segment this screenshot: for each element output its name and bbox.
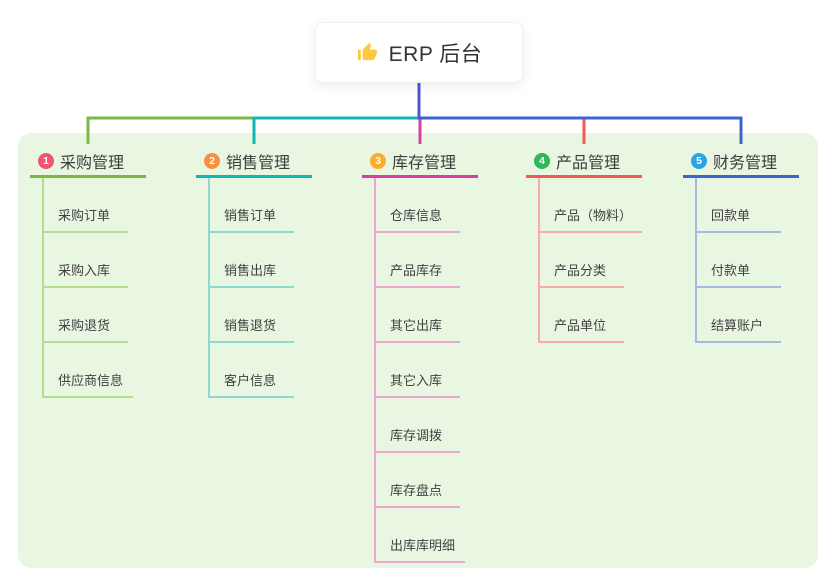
branch-number-badge: 3 (370, 153, 386, 169)
child-node[interactable]: 其它入库 (374, 366, 460, 398)
child-node[interactable]: 结算账户 (695, 311, 781, 343)
root-title: ERP 后台 (388, 42, 483, 66)
branch-header[interactable]: 5 财务管理 (683, 147, 799, 178)
child-node-label: 出库库明细 (390, 538, 456, 554)
child-node-label: 付款单 (711, 263, 751, 279)
branch-header[interactable]: 1 采购管理 (30, 147, 146, 178)
child-node-label: 销售退货 (224, 318, 277, 334)
child-node-label: 仓库信息 (390, 208, 443, 224)
child-node-label: 其它入库 (390, 373, 443, 389)
child-node-label: 产品库存 (390, 263, 443, 279)
child-node[interactable]: 采购入库 (42, 256, 128, 288)
child-node[interactable]: 销售退货 (208, 311, 294, 343)
branch-number-badge: 1 (38, 153, 54, 169)
child-node-label: 销售订单 (224, 208, 277, 224)
child-node-label: 其它出库 (390, 318, 443, 334)
child-node[interactable]: 采购订单 (42, 201, 128, 233)
child-node[interactable]: 产品分类 (538, 256, 624, 288)
child-node[interactable]: 其它出库 (374, 311, 460, 343)
child-node-label: 采购订单 (58, 208, 111, 224)
child-node[interactable]: 销售订单 (208, 201, 294, 233)
child-node[interactable]: 出库库明细 (374, 531, 466, 563)
child-node-label: 供应商信息 (58, 373, 124, 389)
child-node-label: 客户信息 (224, 373, 277, 389)
branch-label: 采购管理 (60, 155, 125, 172)
branch-number-badge: 4 (534, 153, 550, 169)
child-node-label: 销售出库 (224, 263, 277, 279)
branch-header[interactable]: 2 销售管理 (196, 147, 312, 178)
child-node[interactable]: 销售出库 (208, 256, 294, 288)
child-node[interactable]: 库存盘点 (374, 476, 460, 508)
branches-panel (18, 133, 818, 568)
child-node-label: 采购退货 (58, 318, 111, 334)
child-node[interactable]: 付款单 (695, 256, 781, 288)
child-node-label: 库存盘点 (390, 483, 443, 499)
child-node-label: 产品单位 (554, 318, 607, 334)
branch-header[interactable]: 3 库存管理 (362, 147, 478, 178)
branch-number-badge: 2 (204, 153, 220, 169)
child-node[interactable]: 供应商信息 (42, 366, 134, 398)
child-node[interactable]: 仓库信息 (374, 201, 460, 233)
child-node-label: 产品（物料） (554, 208, 633, 224)
branch-number-badge: 5 (691, 153, 707, 169)
child-node-label: 回款单 (711, 208, 751, 224)
child-node-label: 库存调拨 (390, 428, 443, 444)
thumbs-up-icon (357, 42, 377, 61)
root-node[interactable]: ERP 后台 (315, 22, 523, 83)
child-node[interactable]: 库存调拨 (374, 421, 460, 453)
child-node[interactable]: 产品库存 (374, 256, 460, 288)
child-node-label: 产品分类 (554, 263, 607, 279)
branch-header[interactable]: 4 产品管理 (526, 147, 642, 178)
child-node[interactable]: 产品单位 (538, 311, 624, 343)
child-node[interactable]: 客户信息 (208, 366, 294, 398)
child-node[interactable]: 产品（物料） (538, 201, 643, 233)
child-node-label: 结算账户 (711, 318, 764, 334)
branch-label: 产品管理 (556, 155, 621, 172)
child-node-label: 采购入库 (58, 263, 111, 279)
branch-label: 财务管理 (713, 155, 778, 172)
child-node[interactable]: 采购退货 (42, 311, 128, 343)
branch-label: 库存管理 (392, 155, 457, 172)
child-node[interactable]: 回款单 (695, 201, 781, 233)
branch-label: 销售管理 (226, 155, 291, 172)
